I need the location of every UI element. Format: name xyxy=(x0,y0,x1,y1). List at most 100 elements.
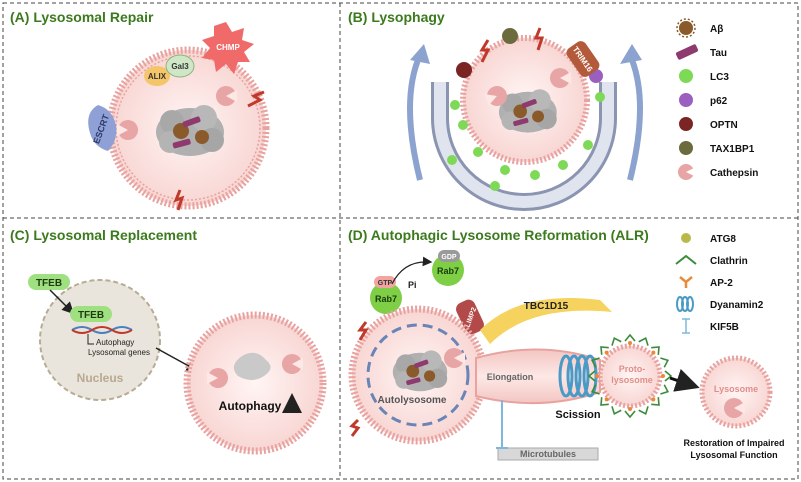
lc3-dot-icon xyxy=(679,69,693,83)
clathrin-triskelion xyxy=(664,370,673,382)
limp2-protein xyxy=(456,299,484,335)
dna-helix xyxy=(71,326,133,334)
gdp-badge xyxy=(438,250,460,262)
cargo-aggregate xyxy=(392,350,448,392)
nucleus-label: Nucleus xyxy=(77,371,124,385)
gal3-protein xyxy=(165,54,195,78)
clathrin-triskelion xyxy=(587,370,596,382)
tfeb-nuclear xyxy=(70,306,112,322)
panel-d: (D) Autophagic Lysosome Reformation (ALR… xyxy=(348,227,785,461)
legend-item: ATG8 xyxy=(681,233,736,245)
legend-item: KIF5B xyxy=(682,318,739,334)
legend-label: Tau xyxy=(710,48,727,59)
optn-dot-icon xyxy=(679,117,693,131)
gdp-label: GDP xyxy=(441,254,457,261)
clathrin-triskelion xyxy=(590,357,600,368)
panel-a-title: (A) Lysosomal Repair xyxy=(10,9,154,25)
tfeb-cytoplasm-label: TFEB xyxy=(36,278,62,289)
abeta-icon xyxy=(676,18,696,38)
clathrin-coat xyxy=(587,333,673,419)
gene-label-autophagy: Autophagy xyxy=(96,338,134,347)
tbc1d15-label: TBC1D15 xyxy=(524,301,569,312)
pi-label: Pi xyxy=(408,280,417,290)
restoration-line-1: Restoration of Impaired xyxy=(683,438,784,448)
scission-label: Scission xyxy=(555,409,601,421)
inner-autophagosome-membrane xyxy=(366,323,470,427)
lysophagy-arrow-right xyxy=(627,53,643,181)
degraded-cargo xyxy=(233,352,271,380)
tfeb-cytoplasm xyxy=(28,274,70,290)
ap2-icon xyxy=(679,276,693,288)
ap2-adaptor xyxy=(628,407,632,411)
ap2-adaptor xyxy=(628,341,632,345)
clathrin-triskelion xyxy=(611,406,622,416)
legend-label: LC3 xyxy=(710,72,729,83)
trim16-protein xyxy=(566,41,600,77)
rab7-gdp xyxy=(432,254,464,286)
legend-label: AP-2 xyxy=(710,278,733,289)
alix-protein xyxy=(144,66,170,86)
damage-bolt-icon xyxy=(479,39,491,63)
clathrin-triskelion xyxy=(638,406,649,416)
panel-d-title: (D) Autophagic Lysosome Reformation (ALR… xyxy=(348,227,649,243)
p62-dot-icon xyxy=(679,93,693,107)
damage-bolt-icon xyxy=(357,321,369,341)
cargo-aggregate xyxy=(156,105,224,156)
gtp-badge xyxy=(374,276,396,288)
proto-label-2: lysosome xyxy=(611,375,653,385)
progression-arrow-icon xyxy=(669,368,700,392)
chmp-burst xyxy=(202,22,254,74)
ap2-adaptor xyxy=(651,397,656,402)
clathrin-triskelion xyxy=(651,397,660,406)
legend-item: Tau xyxy=(675,44,727,60)
rab7-label-gtp: Rab7 xyxy=(375,294,397,304)
clathrin-triskelion xyxy=(611,336,622,346)
autolysosome-label: Autolysosome xyxy=(378,395,447,406)
proto-lysosome xyxy=(597,343,663,409)
cargo-aggregate xyxy=(498,89,557,133)
lysosome-label: Lysosome xyxy=(714,384,758,394)
legend-item: Clathrin xyxy=(675,254,748,267)
clathrin-triskelion xyxy=(638,336,649,346)
panel-a: (A) Lysosomal Repair ESCRT ALIX Gal3 CHM… xyxy=(10,9,270,211)
legend-item: p62 xyxy=(679,93,728,107)
kif5b-icon xyxy=(682,318,690,334)
panel-b-title: (B) Lysophagy xyxy=(348,9,445,25)
autophagy-label: Autophagy xyxy=(219,399,282,413)
clathrin-triskelion xyxy=(660,384,670,395)
legend-label: OPTN xyxy=(710,120,738,131)
chmp-label: CHMP xyxy=(216,43,240,52)
cathepsin-icon xyxy=(678,164,696,180)
rab7-label-gdp: Rab7 xyxy=(437,266,459,276)
damage-bolt-icon xyxy=(349,418,361,437)
gene-label-lysosomal: Lysosomal genes xyxy=(88,348,150,357)
clathrin-triskelion xyxy=(660,357,670,368)
ap2-adaptor xyxy=(661,374,665,378)
legend-item: LC3 xyxy=(679,69,729,83)
legend-item: Aβ xyxy=(676,18,723,38)
ap2-adaptor xyxy=(651,350,656,355)
damage-bolt-icon xyxy=(247,90,265,108)
damage-bolt-icon xyxy=(173,189,185,211)
clathrin-triskelion xyxy=(624,333,636,342)
optn-dot-icon xyxy=(456,62,472,78)
tax1bp1-dot-icon xyxy=(502,28,518,44)
dynamin2-icon xyxy=(676,296,694,312)
legend-label: KIF5B xyxy=(710,322,739,333)
atg8-dot-icon xyxy=(681,233,691,243)
ap2-adaptor xyxy=(604,397,609,402)
legend-item: OPTN xyxy=(679,117,738,131)
damage-bolt-icon xyxy=(533,27,545,51)
clathrin-icon xyxy=(675,254,697,265)
tau-icon xyxy=(675,44,699,60)
gtp-label: GTP xyxy=(378,280,393,287)
escrt-complex xyxy=(88,105,117,151)
new-lysosome xyxy=(183,311,327,455)
rab7-gtp xyxy=(370,282,402,314)
ap2-adaptor xyxy=(604,350,609,355)
legend-label: Cathepsin xyxy=(710,168,758,179)
